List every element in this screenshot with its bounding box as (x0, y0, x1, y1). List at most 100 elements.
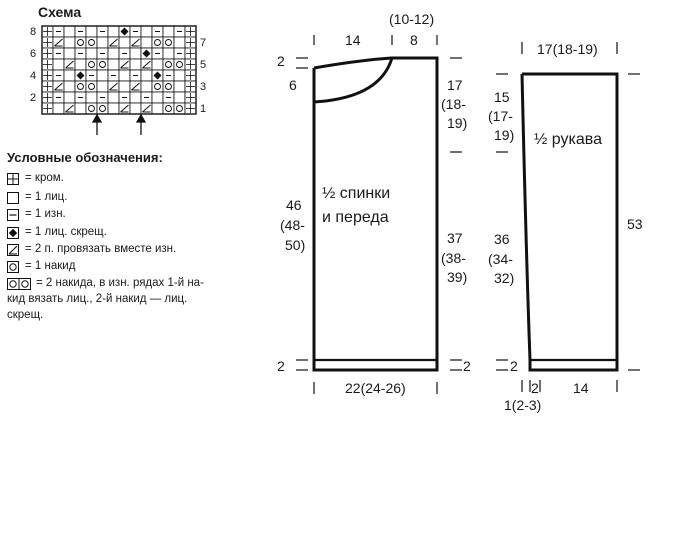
edge-stitch-icon (7, 173, 19, 185)
legend-text: = 2 п. провязать вместе изн. (25, 243, 177, 255)
purl-two-together-mark (65, 104, 74, 113)
purl-two-together-mark (65, 60, 74, 69)
yarn-over-mark (88, 39, 95, 46)
repeat-arrow-icon (91, 113, 103, 135)
knit-stitch-icon (7, 192, 19, 204)
body-outline (312, 56, 439, 372)
row-number-4: 4 (30, 70, 37, 82)
legend-text: = 1 лиц. (25, 191, 68, 203)
yarn-over-mark (165, 61, 172, 68)
body-dim-length-range-1: (48- (280, 217, 305, 233)
body-dim-left-bottom: 2 (277, 358, 285, 374)
yarn-over-mark (154, 83, 161, 90)
purl-two-together-mark (109, 82, 118, 91)
body-dim-left-top: 2 (277, 53, 285, 69)
purl-two-together-mark (120, 104, 129, 113)
yarn-over-mark (176, 61, 183, 68)
legend-text-line3: скрещ. (7, 309, 44, 321)
chart-grid (41, 25, 197, 115)
purl-two-together-icon (7, 244, 19, 256)
sleeve-dim-total: 53 (627, 216, 643, 232)
sleeve-dimension-ticks (496, 42, 640, 392)
yarn-over-mark (88, 61, 95, 68)
yarn-over-mark (88, 105, 95, 112)
purl-two-together-mark (142, 60, 151, 69)
yarn-over-mark (88, 83, 95, 90)
row-number-2: 2 (30, 92, 37, 104)
sleeve-dim-bottom-width: 14 (573, 380, 589, 396)
body-dim-armhole: 17 (447, 77, 463, 93)
chart-title: Схема (38, 4, 82, 20)
yarn-over-icon (7, 261, 19, 273)
yarn-over-mark (176, 105, 183, 112)
body-dim-length-range-2: 50) (285, 237, 306, 253)
sleeve-label: ½ рукава (534, 131, 602, 148)
yarn-over-mark (77, 39, 84, 46)
sleeve-dim-cap-range-1: (17- (488, 108, 513, 124)
legend-text: = кром. (25, 172, 64, 184)
body-dim-length: 46 (286, 197, 302, 213)
sleeve-dim-left-bottom: 2 (510, 358, 518, 374)
yarn-over-mark (99, 105, 106, 112)
row-number-8: 8 (30, 26, 37, 38)
double-yarn-over-icon (7, 278, 31, 290)
sleeve-dim-bottom-extra: 1(2-3) (504, 397, 542, 413)
purl-two-together-mark (54, 82, 63, 91)
yarn-over-mark (165, 39, 172, 46)
legend-item-double-yarn-over: = 2 накида, в изн. рядах 1-й на- кид вяз… (7, 276, 247, 326)
sleeve-dim-bottom-small: 2 (531, 380, 539, 396)
body-dim-side-range-2: 39) (447, 269, 468, 285)
row-number-3: 3 (200, 81, 207, 93)
yarn-over-mark (154, 39, 161, 46)
sleeve-outline (520, 72, 619, 372)
purl-two-together-mark (120, 60, 129, 69)
yarn-over-mark (165, 83, 172, 90)
legend-title: Условные обозначения: (7, 150, 163, 165)
sleeve-dim-length-range-2: 32) (494, 270, 515, 286)
yarn-over-mark (165, 105, 172, 112)
yarn-over-mark (99, 61, 106, 68)
crossed-knit-mark (153, 71, 162, 80)
body-label-line1: ½ спинки (322, 185, 391, 202)
sleeve-dim-length-range-1: (34- (488, 251, 513, 267)
repeat-arrow-icon (135, 113, 147, 135)
legend-text: = 1 лиц. скрещ. (25, 226, 107, 238)
purl-two-together-mark (131, 38, 140, 47)
sleeve-dim-length: 36 (494, 231, 510, 247)
crossed-knit-icon (7, 227, 19, 239)
crossed-knit-mark (142, 49, 151, 58)
legend-text-line2: кид вязать лиц., 2-й накид — лиц. (7, 293, 188, 305)
row-number-6: 6 (30, 48, 37, 60)
purl-stitch-icon (7, 209, 19, 221)
chart-border (41, 25, 197, 115)
row-number-7: 7 (200, 37, 207, 49)
body-dimension-ticks (296, 35, 462, 394)
row-number-5: 5 (200, 59, 207, 71)
legend-text: = 1 изн. (25, 208, 66, 220)
body-dim-side-range-1: (38- (441, 250, 466, 266)
body-dim-width: 22(24-26) (345, 380, 406, 396)
purl-two-together-mark (54, 38, 63, 47)
body-dim-armhole-range-1: (18- (441, 96, 466, 112)
crossed-knit-mark (76, 71, 85, 80)
legend-text: = 1 накид (25, 260, 76, 272)
body-label-line2: и переда (322, 209, 389, 226)
crossed-knit-mark (120, 27, 129, 36)
body-dim-neck-range: (10-12) (389, 11, 435, 27)
body-dim-neck-depth: 6 (289, 77, 297, 93)
row-number-1: 1 (200, 103, 207, 115)
sleeve-dim-top: 17(18-19) (537, 41, 598, 57)
purl-two-together-mark (109, 38, 118, 47)
yarn-over-mark (77, 83, 84, 90)
body-dim-neck: 8 (410, 32, 418, 48)
body-neck-line (313, 56, 393, 70)
purl-two-together-mark (142, 104, 151, 113)
sleeve-dim-cap: 15 (494, 89, 510, 105)
sleeve-dim-cap-range-2: 19) (494, 127, 515, 143)
body-dim-right-bottom: 2 (463, 358, 471, 374)
body-dim-side: 37 (447, 230, 463, 246)
legend-text: = 2 накида, в изн. рядах 1-й на- (36, 277, 204, 289)
